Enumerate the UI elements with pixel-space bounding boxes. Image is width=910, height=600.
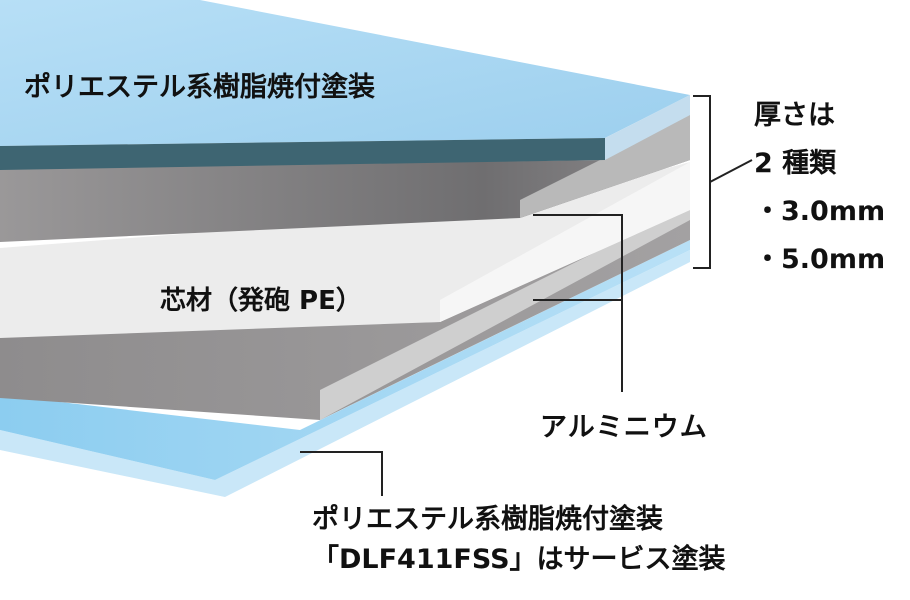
bottom-coating-label: ポリエステル系樹脂焼付塗装 「DLF411FSS」はサービス塗装	[312, 500, 726, 580]
thickness-option-5mm: ・5.0mm	[754, 244, 886, 275]
bottom-aluminium-layer	[0, 205, 690, 420]
thickness-subtitle: 2 種類	[754, 148, 837, 179]
aluminium-leader-line	[533, 214, 623, 392]
thickness-pointer-line	[709, 159, 753, 183]
bottom-coating-line2: 「DLF411FSS」はサービス塗装	[312, 544, 726, 575]
bottom-coating-layer	[0, 240, 690, 497]
top-coating-label: ポリエステル系樹脂焼付塗装	[24, 72, 375, 103]
thickness-option-3mm: ・3.0mm	[754, 196, 886, 227]
top-aluminium-layer	[0, 115, 690, 242]
aluminium-label: アルミニウム	[540, 412, 708, 443]
thickness-bracket	[693, 95, 711, 269]
bottom-coating-leader-line	[300, 451, 383, 496]
thickness-info: 厚さは 2 種類 ・3.0mm ・5.0mm	[754, 92, 885, 284]
thickness-title: 厚さは	[754, 100, 835, 131]
core-label: 芯材（発砲 PE）	[160, 286, 362, 316]
core-layer	[0, 162, 690, 338]
bottom-coating-line1: ポリエステル系樹脂焼付塗装	[312, 504, 663, 535]
top-coating-layer	[0, 0, 690, 170]
